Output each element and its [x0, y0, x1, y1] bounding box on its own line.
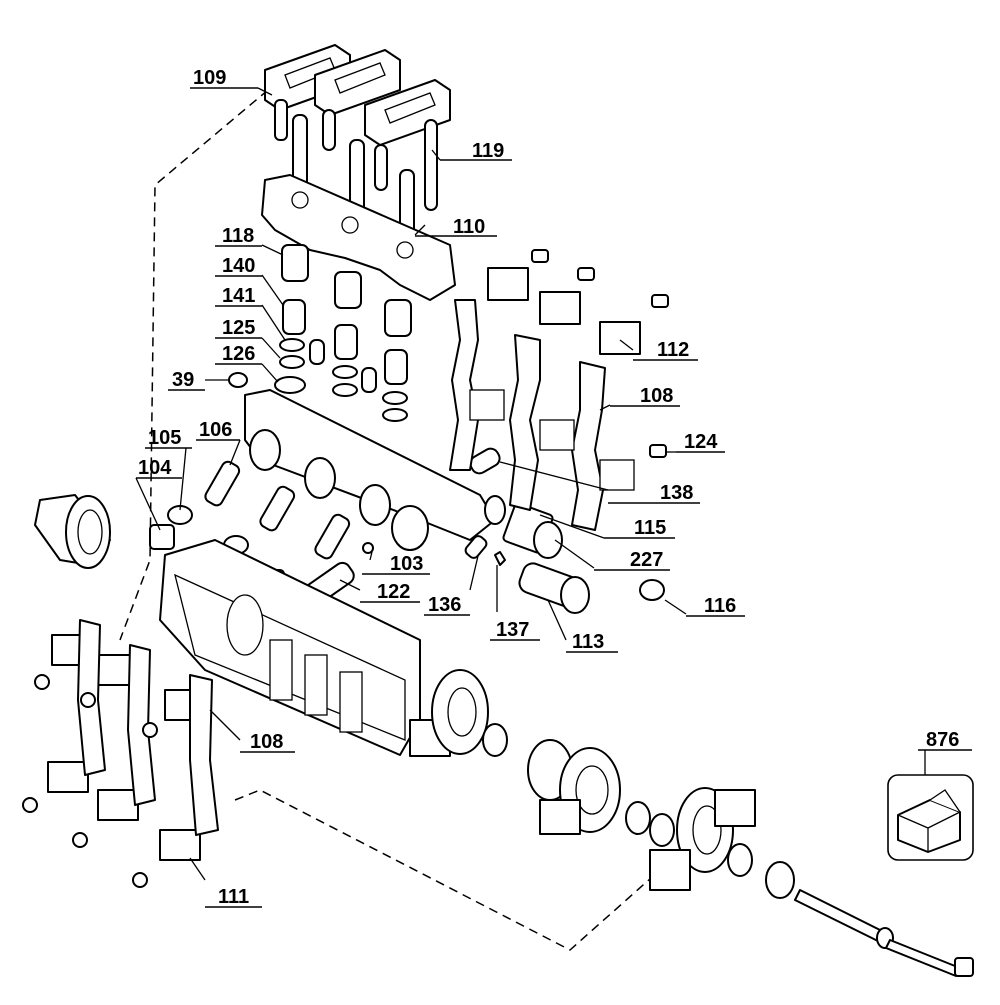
callout-141: 141	[222, 285, 255, 307]
callout-underlines	[136, 87, 972, 908]
callout-126: 126	[222, 343, 255, 365]
callout-110: 110	[453, 216, 485, 238]
callout-111: 111	[218, 886, 249, 908]
assembly-guide-lines	[119, 89, 661, 951]
strap-brackets-left	[22, 619, 219, 888]
callout-140: 140	[222, 255, 255, 277]
check-valves	[204, 460, 355, 611]
callout-138: 138	[660, 482, 693, 504]
callout-113: 113	[572, 631, 604, 653]
callout-109: 109	[193, 67, 226, 89]
callout-116: 116	[704, 595, 736, 617]
strap-brackets-right	[449, 249, 669, 531]
parts-kit-box	[887, 774, 974, 861]
plunger-retainer	[261, 174, 456, 301]
callout-137: 137	[496, 619, 529, 641]
unloader-parts	[464, 447, 665, 614]
crankcase	[159, 539, 421, 756]
callout-125: 125	[222, 317, 255, 339]
callout-39: 39	[172, 369, 194, 391]
callout-105: 105	[148, 427, 181, 449]
callout-103: 103	[390, 553, 423, 575]
pump-manifold	[244, 389, 506, 551]
callout-labels: 109 119 110 118 140 141 125 126 39 112 1…	[138, 67, 959, 908]
callout-108-right: 108	[640, 385, 673, 407]
leader-lines	[135, 87, 926, 881]
callout-876: 876	[926, 729, 959, 751]
callout-118: 118	[222, 225, 254, 247]
callout-104: 104	[138, 457, 172, 479]
callout-136: 136	[428, 594, 461, 616]
callout-122: 122	[377, 581, 410, 603]
crankshaft-assembly	[409, 669, 974, 977]
callout-106: 106	[199, 419, 232, 441]
callout-112: 112	[657, 339, 689, 361]
callout-124: 124	[684, 431, 718, 453]
callout-108-left: 108	[250, 731, 283, 753]
callout-227: 227	[630, 549, 663, 571]
callout-115: 115	[634, 517, 666, 539]
callout-119: 119	[472, 140, 504, 162]
seal-stack	[228, 244, 412, 422]
side-oil-seal	[34, 494, 111, 569]
